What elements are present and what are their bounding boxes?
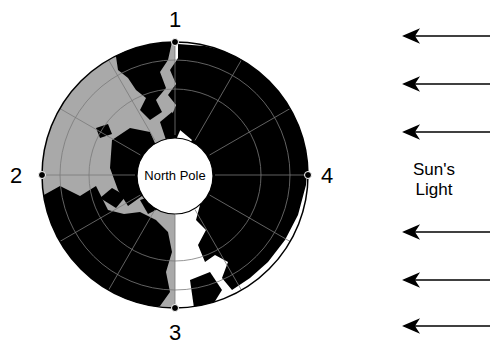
callout-number: 3 xyxy=(169,320,181,346)
position-dots xyxy=(39,39,312,312)
sunlight-arrows xyxy=(404,30,490,332)
continents xyxy=(42,42,309,310)
landmass xyxy=(100,188,126,208)
callout-number: 2 xyxy=(10,163,22,189)
sunlight-label: Sun's Light xyxy=(404,160,464,201)
landmass xyxy=(160,112,182,140)
position-dot xyxy=(305,172,312,179)
landmass xyxy=(115,42,172,120)
callout-number: 1 xyxy=(169,7,181,33)
position-dot xyxy=(172,39,179,46)
callout-number: 4 xyxy=(321,163,333,189)
globe-outline xyxy=(42,42,308,308)
pole-circle-shape xyxy=(137,138,213,214)
pole-label: North Pole xyxy=(144,169,206,183)
landmass xyxy=(190,272,222,308)
position-dot xyxy=(39,172,46,179)
pole-circle: North Pole xyxy=(136,137,214,215)
graticule xyxy=(42,42,308,308)
position-dot xyxy=(172,305,179,312)
